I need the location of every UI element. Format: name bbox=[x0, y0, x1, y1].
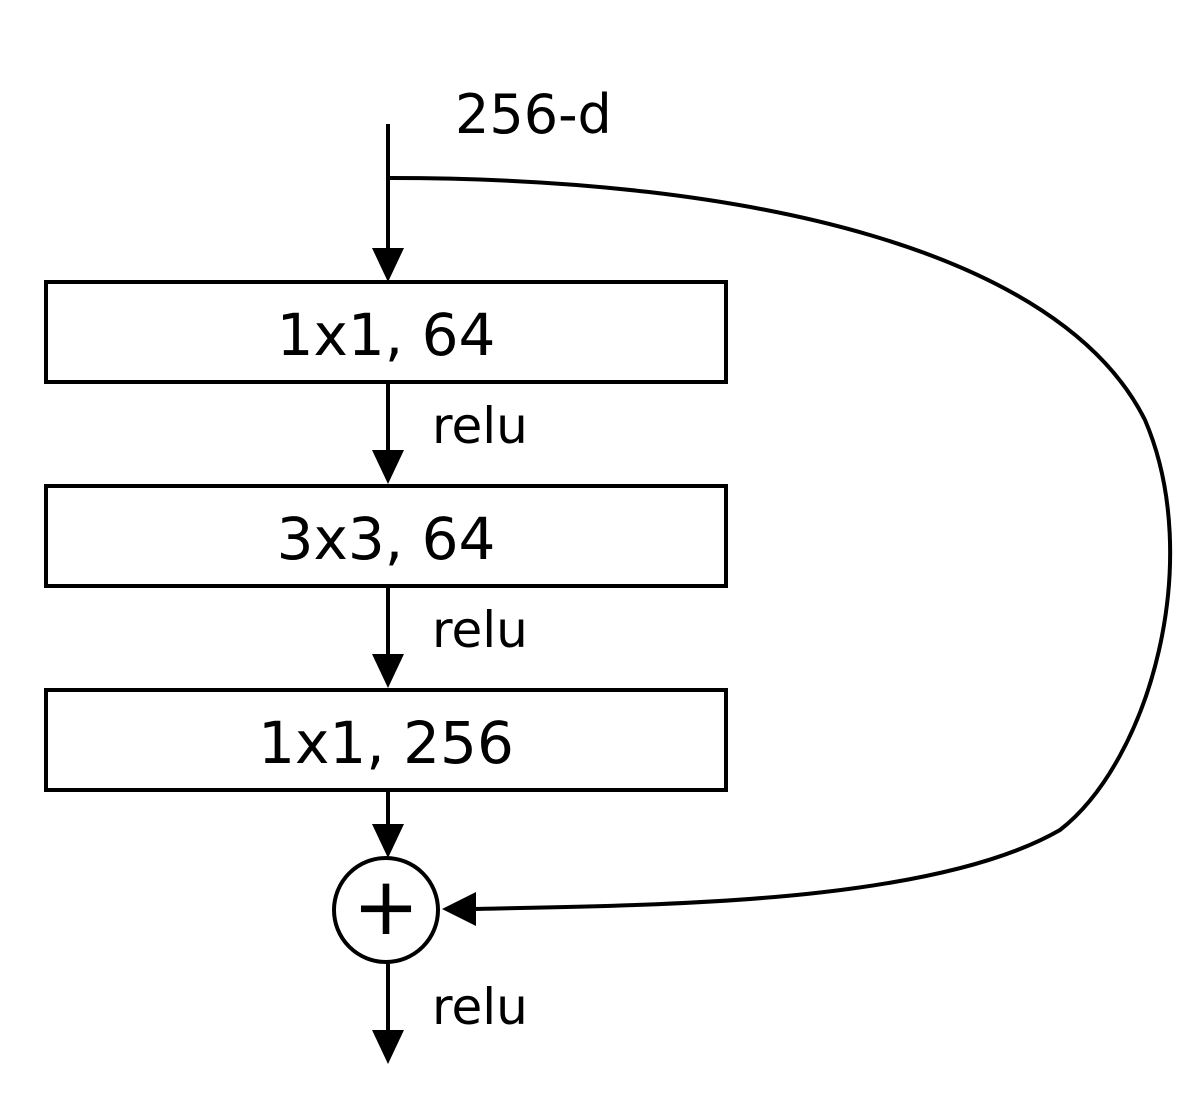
input-dimension-label: 256-d bbox=[455, 83, 612, 146]
layer-label-2: 3x3, 64 bbox=[277, 505, 496, 573]
sum-symbol: + bbox=[352, 860, 419, 953]
layer-box-1x1-256 bbox=[44, 688, 728, 792]
identity-shortcut bbox=[389, 176, 1173, 911]
input-arrowhead bbox=[372, 248, 404, 282]
layer-box-3x3-64 bbox=[44, 484, 728, 588]
relu-arrowhead-2 bbox=[372, 654, 404, 688]
sum-input-arrowhead bbox=[372, 824, 404, 858]
layer-label-3: 1x1, 256 bbox=[258, 709, 514, 777]
layer-label-1: 1x1, 64 bbox=[277, 301, 496, 369]
relu-label-2: relu bbox=[432, 601, 528, 659]
shortcut-arrowhead bbox=[442, 892, 476, 926]
output-arrowhead bbox=[372, 1030, 404, 1064]
relu-arrowhead-1 bbox=[372, 450, 404, 484]
relu-label-3: relu bbox=[432, 978, 528, 1036]
relu-label-1: relu bbox=[432, 397, 528, 455]
